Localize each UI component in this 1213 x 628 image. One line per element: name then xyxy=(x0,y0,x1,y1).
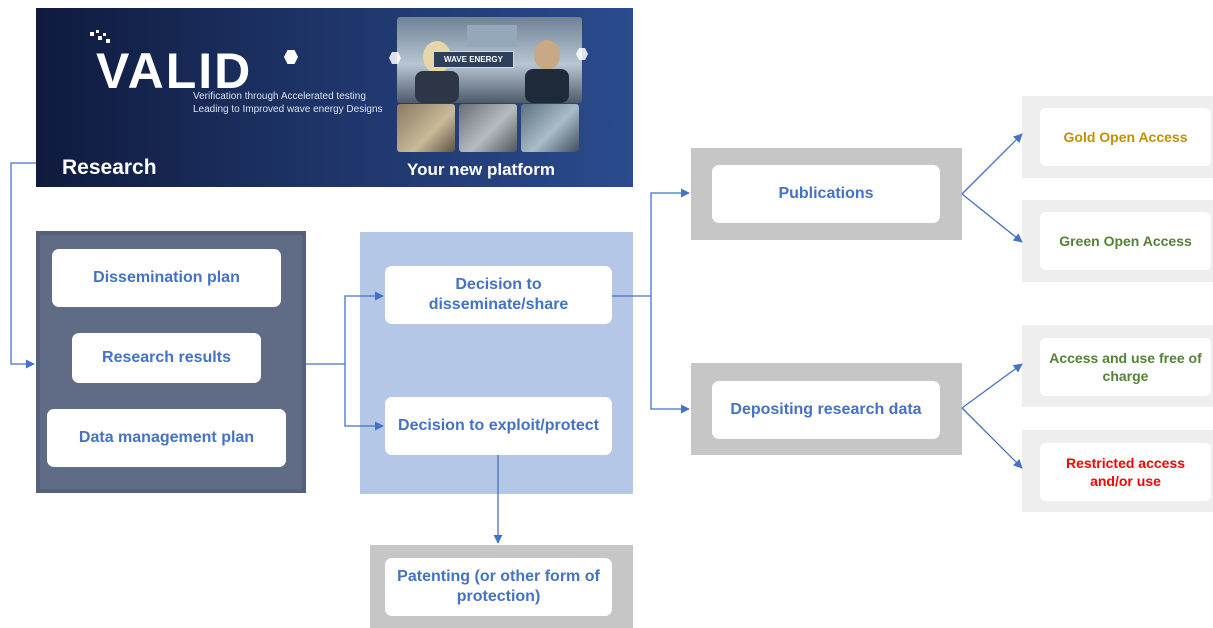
platform-label: Your new platform xyxy=(407,160,555,179)
decor-hexagon-icon xyxy=(389,52,401,64)
connector-to-exploit xyxy=(344,364,384,431)
tagline-line-1: Verification through Accelerated testing xyxy=(193,91,366,102)
valid-banner: VALID Verification through Accelerated t… xyxy=(36,8,633,187)
connector-to-disseminate xyxy=(344,291,384,364)
dissemination-plan-box: Dissemination plan xyxy=(52,249,281,307)
connector-research-to-panel xyxy=(10,162,36,369)
decision-disseminate-box: Decision to disseminate/share xyxy=(385,266,612,324)
free-of-charge-box: Access and use free of charge xyxy=(1040,338,1211,396)
connector-to-free xyxy=(961,363,1023,409)
lab-photo-2 xyxy=(459,104,517,152)
wave-energy-label: WAVE ENERGY xyxy=(433,51,514,68)
logo-hexagon-icon xyxy=(284,50,298,64)
control-room-photo xyxy=(397,17,582,103)
data-management-plan-box: Data management plan xyxy=(47,409,286,467)
connector-to-restricted xyxy=(961,407,1023,469)
decor-hexagon-icon xyxy=(576,48,588,60)
gold-open-access-box: Gold Open Access xyxy=(1040,108,1211,166)
connector-to-gold xyxy=(961,133,1023,195)
connector-to-depositing xyxy=(650,296,690,414)
patenting-box: Patenting (or other form of protection) xyxy=(385,558,612,616)
tagline: Verification through Accelerated testing… xyxy=(193,90,383,116)
depositing-box: Depositing research data xyxy=(712,381,940,439)
decision-exploit-box: Decision to exploit/protect xyxy=(385,397,612,455)
lab-photo-1 xyxy=(397,104,455,152)
restricted-access-box: Restricted access and/or use xyxy=(1040,443,1211,501)
lab-photo-3 xyxy=(521,104,579,152)
green-open-access-box: Green Open Access xyxy=(1040,212,1211,270)
tagline-line-2: Leading to Improved wave energy Designs xyxy=(193,104,383,115)
connector-to-green xyxy=(961,193,1023,243)
valid-logo: VALID xyxy=(96,43,253,99)
logo-dots-icon xyxy=(90,30,130,50)
research-label: Research xyxy=(62,156,157,179)
connector-to-publications xyxy=(650,188,690,296)
publications-box: Publications xyxy=(712,165,940,223)
research-results-box: Research results xyxy=(72,333,261,383)
